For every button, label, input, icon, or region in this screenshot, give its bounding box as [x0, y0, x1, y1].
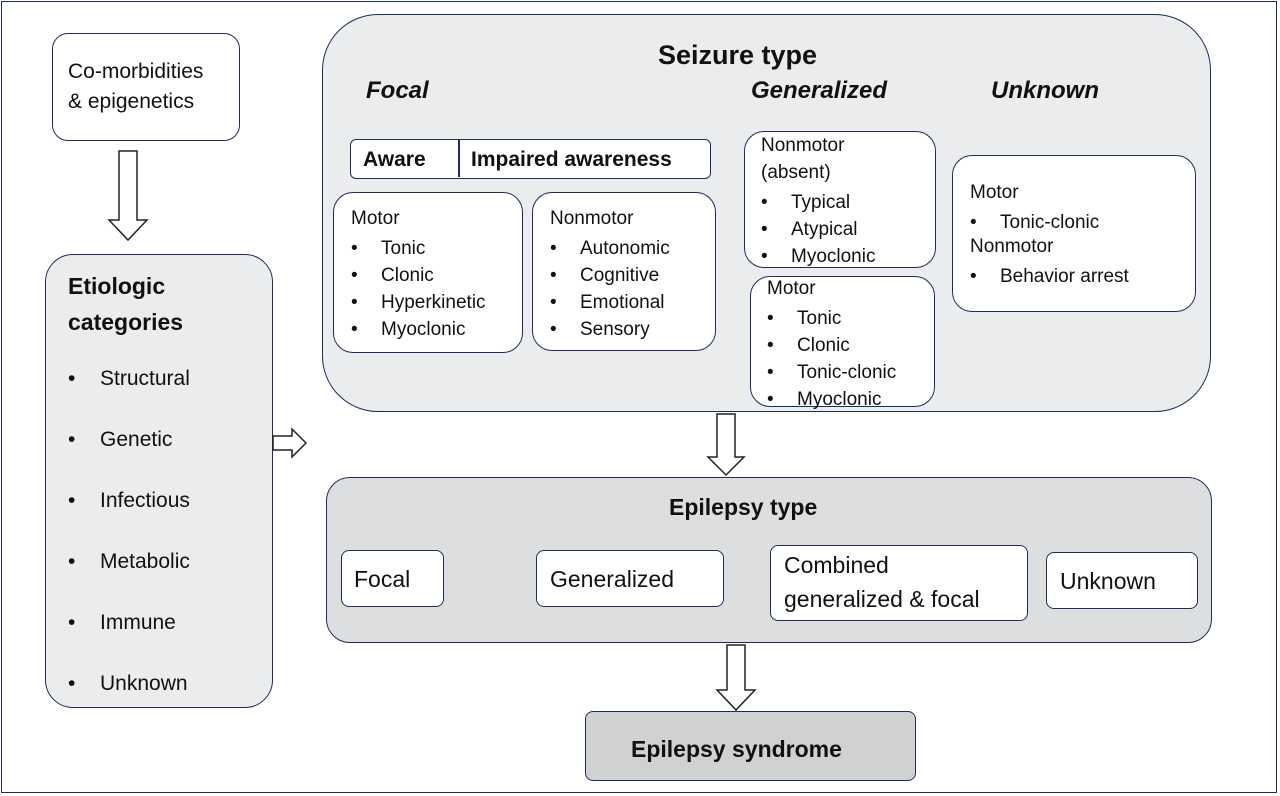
unknown-nonmotor-label: Nonmotor [970, 236, 1054, 257]
list-item: Autonomic [550, 235, 670, 262]
list-item: Tonic-clonic [767, 359, 896, 386]
list-item: Hyperkinetic [351, 289, 486, 316]
awareness-divider [458, 140, 460, 177]
generalized-heading: Generalized [751, 77, 888, 104]
list-item: Tonic [351, 235, 486, 262]
epilepsy-focal-label: Focal [354, 566, 411, 592]
epilepsy-type-title: Epilepsy type [669, 494, 818, 520]
arrow-down-seizure [706, 413, 746, 477]
unknown-heading: Unknown [991, 77, 1099, 104]
epilepsy-combined-line1: Combined [784, 552, 889, 578]
focal-motor-label: Motor [351, 208, 400, 229]
epilepsy-unknown-box: Unknown [1046, 552, 1198, 609]
etiologic-categories-box: Etiologic categories • Structural • Gene… [45, 254, 273, 708]
epilepsy-generalized-label: Generalized [550, 566, 675, 592]
epilepsy-combined-box: Combined generalized & focal [770, 545, 1028, 621]
aware-label: Aware [363, 148, 426, 171]
list-item: Myoclonic [351, 316, 486, 343]
arrow-right-etiology [272, 427, 308, 459]
generalized-motor-box: Motor Tonic Clonic Tonic-clonic Myocloni… [750, 276, 935, 413]
generalized-motor-list: Tonic Clonic Tonic-clonic Myoclonic [767, 305, 896, 413]
unknown-seizure-box: Motor Tonic-clonic Nonmotor Behavior arr… [952, 155, 1196, 312]
arrow-down-epilepsy [715, 644, 757, 712]
generalized-nonmotor-box: Nonmotor (absent) Typical Atypical Myocl… [744, 131, 936, 270]
impaired-awareness-label: Impaired awareness [471, 148, 672, 171]
generalized-motor-label: Motor [767, 278, 816, 299]
comorbidities-box: Co-morbidities & epigenetics [52, 33, 240, 141]
list-item: Myoclonic [767, 386, 896, 413]
focal-nonmotor-list: Autonomic Cognitive Emotional Sensory [550, 235, 670, 343]
unknown-nonmotor-list: Behavior arrest [970, 263, 1129, 290]
bullet: • [68, 489, 76, 512]
generalized-nonmotor-list: Typical Atypical Myoclonic [761, 189, 875, 270]
unknown-motor-label: Motor [970, 182, 1019, 203]
generalized-nonmotor-label: Nonmotor [761, 135, 845, 156]
list-item: Atypical [761, 216, 875, 243]
list-item: Clonic [767, 332, 896, 359]
focal-nonmotor-box: Nonmotor Autonomic Cognitive Emotional S… [532, 192, 716, 351]
comorbidities-line1: Co-morbidities [68, 60, 204, 83]
list-item: Emotional [550, 289, 670, 316]
arrow-down-comorbidities [107, 150, 149, 242]
bullet: • [68, 611, 76, 634]
etiologic-title-line2: categories [68, 309, 184, 335]
list-item: Typical [761, 189, 875, 216]
list-item: Behavior arrest [970, 263, 1129, 290]
epilepsy-generalized-box: Generalized [536, 550, 724, 607]
list-item: Myoclonic [761, 243, 875, 270]
list-item: Tonic-clonic [970, 209, 1099, 236]
comorbidities-line2: & epigenetics [68, 90, 195, 113]
generalized-nonmotor-sublabel: (absent) [761, 162, 831, 183]
unknown-motor-list: Tonic-clonic [970, 209, 1099, 236]
bullet: • [68, 428, 76, 451]
list-item: Clonic [351, 262, 486, 289]
epilepsy-syndrome-box: Epilepsy syndrome [585, 711, 916, 781]
bullet: • [68, 550, 76, 573]
bullet: • [68, 672, 76, 695]
focal-heading: Focal [366, 77, 429, 104]
epilepsy-unknown-label: Unknown [1060, 568, 1156, 594]
seizure-type-title: Seizure type [658, 40, 818, 70]
list-item: Cognitive [550, 262, 670, 289]
list-item: Tonic [767, 305, 896, 332]
epilepsy-focal-box: Focal [341, 550, 444, 607]
etiologic-title-line1: Etiologic [68, 273, 166, 299]
focal-nonmotor-label: Nonmotor [550, 208, 634, 229]
focal-motor-box: Motor Tonic Clonic Hyperkinetic Myocloni… [333, 192, 523, 353]
focal-motor-list: Tonic Clonic Hyperkinetic Myoclonic [351, 235, 486, 343]
epilepsy-combined-line2: generalized & focal [784, 586, 980, 612]
list-item: Sensory [550, 316, 670, 343]
bullet: • [68, 367, 76, 390]
epilepsy-syndrome-title: Epilepsy syndrome [631, 736, 842, 762]
awareness-bar: Aware Impaired awareness [350, 139, 711, 179]
